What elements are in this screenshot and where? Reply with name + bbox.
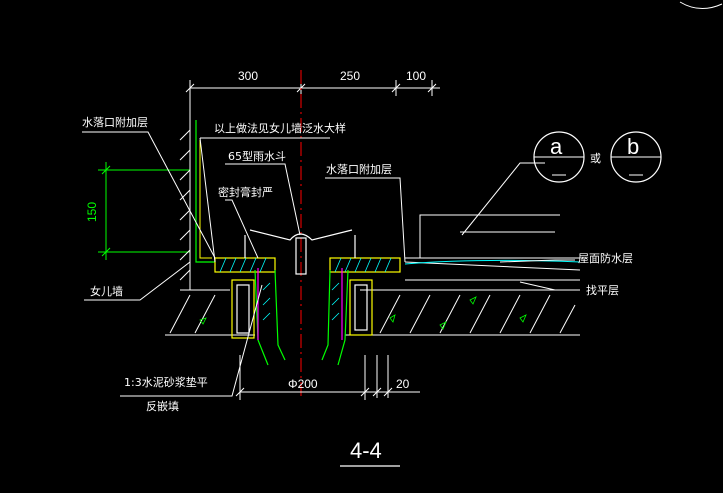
left-dimension bbox=[98, 162, 190, 260]
flange-hatch bbox=[219, 257, 392, 273]
drain-body bbox=[214, 229, 401, 366]
flashing-yellow bbox=[199, 140, 212, 259]
dim-150: 150 bbox=[85, 202, 99, 222]
label-drain-reinforce-right: 水落口附加层 bbox=[326, 162, 392, 176]
waterproof-line bbox=[404, 259, 581, 265]
top-dimension bbox=[185, 80, 440, 150]
label-leveling: 找平层 bbox=[586, 283, 619, 297]
label-parapet: 女儿墙 bbox=[90, 284, 123, 298]
dim-250: 250 bbox=[340, 69, 360, 83]
corner-arc bbox=[679, 1, 723, 9]
sleeve-hatch bbox=[262, 282, 340, 321]
label-drain-reinforce-left: 水落口附加层 bbox=[82, 115, 148, 129]
leaders bbox=[82, 131, 575, 397]
callout-b-text: b bbox=[627, 134, 639, 159]
label-roof-waterproof: 屋面防水层 bbox=[578, 251, 633, 265]
callout-or: 或 bbox=[590, 152, 601, 165]
callout-a-text: a bbox=[550, 134, 563, 159]
dim-100: 100 bbox=[406, 69, 426, 83]
parapet-wall bbox=[179, 115, 191, 290]
label-above-detail: 以上做法见女儿墙泛水大样 bbox=[214, 121, 346, 135]
callout-b: b bbox=[610, 131, 662, 183]
label-mortar-line1: 1:3水泥砂浆垫平 bbox=[124, 375, 208, 389]
dim-300: 300 bbox=[238, 69, 258, 83]
label-mortar-line2: 反嵌填 bbox=[146, 399, 179, 413]
aggregate-marks bbox=[199, 296, 527, 330]
bottom-dimension bbox=[235, 355, 420, 400]
flashing-line bbox=[195, 120, 215, 263]
roof-layers bbox=[404, 214, 581, 281]
dim-20: 20 bbox=[396, 377, 410, 391]
callout-a: a bbox=[533, 131, 585, 183]
label-drain-type: 65型雨水斗 bbox=[228, 149, 286, 163]
section-title: 4-4 bbox=[350, 438, 382, 463]
roof-slab bbox=[165, 289, 580, 336]
dim-phi200: Φ200 bbox=[288, 377, 318, 391]
label-sealant: 密封膏封严 bbox=[218, 185, 273, 199]
